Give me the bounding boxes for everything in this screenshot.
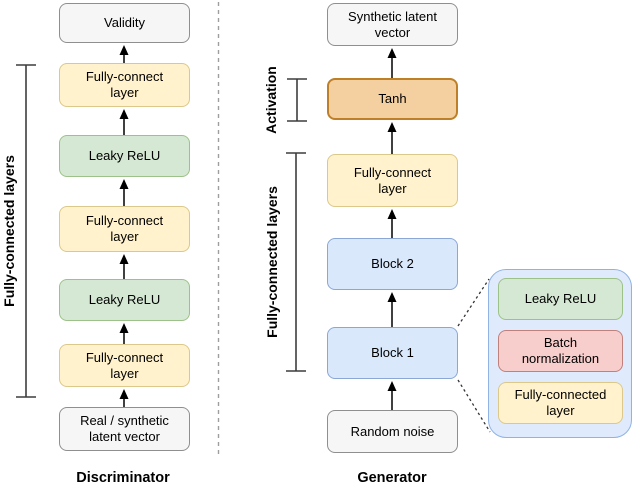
gen-node-tanh: Tanh: [327, 78, 458, 120]
detail-node-leaky-relu: Leaky ReLU: [498, 278, 623, 320]
disc-node-fc-layer-1: Fully-connect layer: [59, 63, 190, 107]
discriminator-caption: Discriminator: [76, 470, 170, 486]
gen-node-block-1: Block 1: [327, 327, 458, 379]
disc-node-input: Real / synthetic latent vector: [59, 407, 190, 451]
disc-node-leaky-relu-1: Leaky ReLU: [59, 135, 190, 177]
block1-detail-connectors: [457, 278, 491, 433]
gen-node-block-2: Block 2: [327, 238, 458, 290]
disc-node-fc-layer-3: Fully-connect layer: [59, 344, 190, 387]
detail-node-fc-layer: Fully-connected layer: [498, 382, 623, 424]
activation-bracket: [287, 78, 307, 122]
generator-fc-bracket: [286, 152, 306, 372]
discriminator-bracket: [16, 64, 36, 398]
disc-node-leaky-relu-2: Leaky ReLU: [59, 279, 190, 321]
gen-node-output: Synthetic latent vector: [327, 3, 458, 46]
disc-node-validity: Validity: [59, 3, 190, 43]
gen-node-random-noise: Random noise: [327, 410, 458, 453]
gen-node-fc-layer: Fully-connect layer: [327, 154, 458, 207]
detail-node-batch-norm: Batch normalization: [498, 330, 623, 372]
generator-fc-bracket-label: Fully-connected layers: [264, 186, 280, 338]
disc-node-fc-layer-2: Fully-connect layer: [59, 206, 190, 252]
discriminator-bracket-label: Fully-connected layers: [1, 155, 17, 307]
generator-caption: Generator: [357, 470, 427, 486]
